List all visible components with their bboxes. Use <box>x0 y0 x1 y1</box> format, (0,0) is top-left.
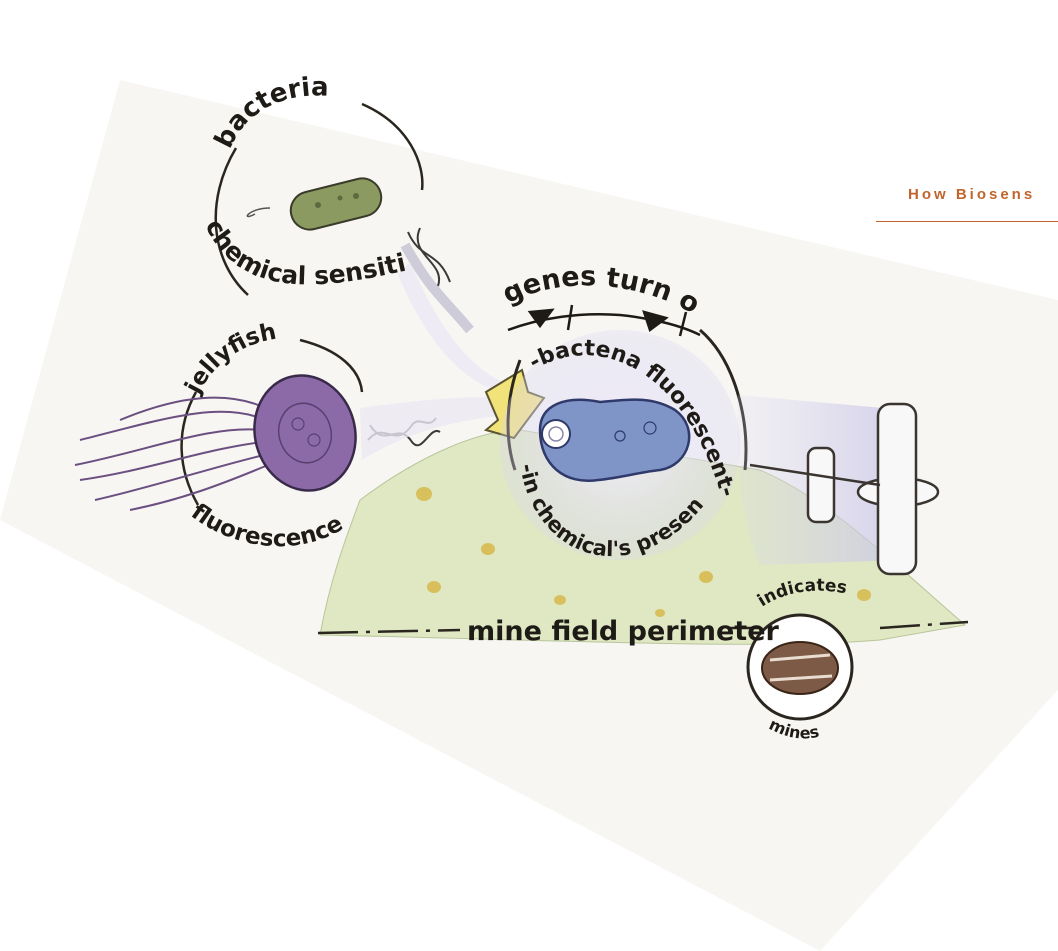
label-mine-field-perimeter: mine field perimeter <box>467 616 780 647</box>
fluorescent-bacterium-icon <box>540 400 689 481</box>
